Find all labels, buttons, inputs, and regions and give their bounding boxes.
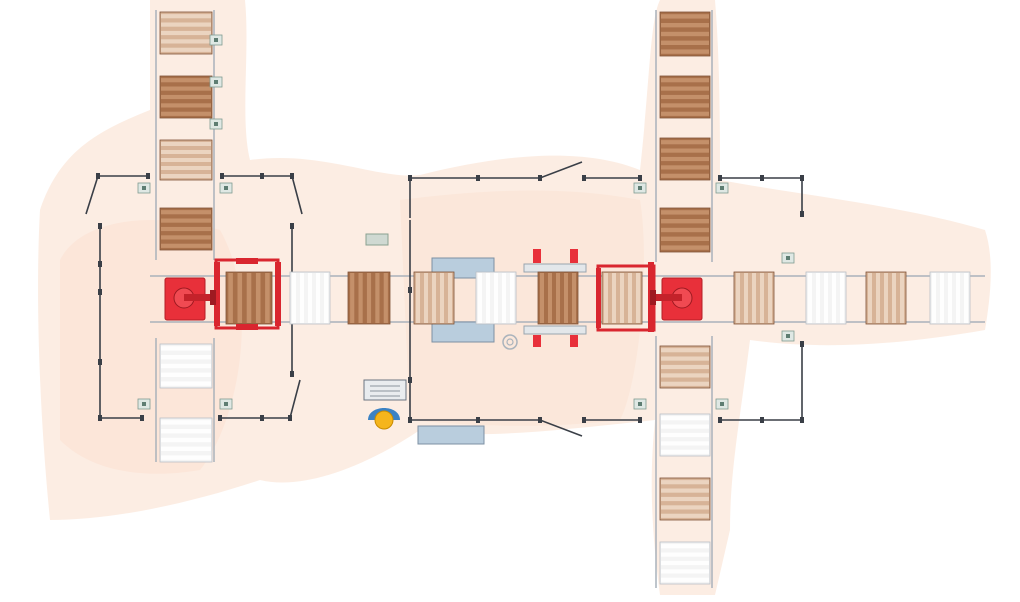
fence-post: [538, 175, 542, 181]
fence-post: [638, 175, 642, 181]
sensor-icon: [781, 330, 795, 342]
fence-post: [98, 359, 102, 365]
pallet-white: [289, 271, 331, 325]
sensor-icon: [715, 398, 729, 410]
pallet-brown: [159, 75, 213, 119]
turntable-icon: [502, 334, 518, 350]
pallet-brown: [225, 271, 273, 325]
fence-post: [290, 173, 294, 179]
fence-post: [800, 211, 804, 217]
fence-post: [408, 417, 412, 423]
pallet-brown: [537, 271, 579, 325]
pallet-tan: [865, 271, 907, 325]
fence-post: [146, 173, 150, 179]
robot-arm-icon: [164, 277, 216, 321]
pallet-white: [929, 271, 971, 325]
pallet-brown: [659, 207, 711, 253]
pallet-brown: [659, 137, 711, 181]
sensor-icon: [219, 182, 233, 194]
pallet-brown: [347, 271, 391, 325]
fence-post: [408, 175, 412, 181]
fence-post: [582, 417, 586, 423]
sensor-icon: [137, 398, 151, 410]
fence-post: [800, 341, 804, 347]
pallet-brown: [659, 75, 711, 119]
sensor-icon: [209, 34, 223, 46]
fence-post: [98, 261, 102, 267]
pallet-white: [659, 413, 711, 457]
fence-post: [98, 415, 102, 421]
fence-post: [760, 417, 764, 423]
pallet-brown: [659, 11, 711, 57]
fence-post: [220, 173, 224, 179]
pallet-tan: [601, 271, 643, 325]
fence-post: [260, 415, 264, 421]
fence-post: [98, 289, 102, 295]
fence-post: [218, 415, 222, 421]
sensor-icon: [219, 398, 233, 410]
pallet-tan: [159, 11, 213, 55]
pallet-white: [159, 417, 213, 463]
pallet-tan: [413, 271, 455, 325]
fence-post: [760, 175, 764, 181]
pallet-tan: [159, 139, 213, 181]
fence-post: [140, 415, 144, 421]
sensor-icon: [781, 252, 795, 264]
clamp-unit-center: [523, 249, 587, 347]
fence-post: [290, 371, 294, 377]
sensor-icon: [209, 76, 223, 88]
fence-post: [718, 175, 722, 181]
fence-post: [290, 223, 294, 229]
fence-post: [408, 377, 412, 383]
safety-fence: [409, 220, 583, 437]
fence-post: [476, 417, 480, 423]
sensor-icon: [137, 182, 151, 194]
fence-post: [718, 417, 722, 423]
fence-post: [638, 417, 642, 423]
fence-post: [96, 173, 100, 179]
sensor-icon: [715, 182, 729, 194]
sensor-icon: [633, 398, 647, 410]
fence-post: [538, 417, 542, 423]
pallet-white: [805, 271, 847, 325]
fence-post: [800, 417, 804, 423]
sensor-icon: [633, 182, 647, 194]
fence-post: [800, 175, 804, 181]
fence-post: [98, 223, 102, 229]
safety-fence: [409, 161, 583, 218]
operator-icon: [368, 408, 400, 430]
safety-fences: [85, 161, 804, 437]
pallet-white: [659, 541, 711, 585]
robot-arm-icon: [650, 277, 703, 321]
pallet-white: [159, 343, 213, 389]
fence-post: [582, 175, 586, 181]
pallet-tan: [659, 345, 711, 389]
pallets: [159, 11, 971, 585]
fence-post: [288, 415, 292, 421]
pallet-tan: [659, 477, 711, 521]
sensor-icon: [209, 118, 223, 130]
pallet-white: [475, 271, 517, 325]
fence-post: [476, 175, 480, 181]
sensors: [137, 34, 795, 410]
terminal-icon: [363, 379, 407, 401]
pallet-brown: [159, 207, 213, 251]
pallet-tan: [733, 271, 775, 325]
fence-post: [408, 287, 412, 293]
fence-post: [260, 173, 264, 179]
operator-desk: [365, 233, 485, 445]
